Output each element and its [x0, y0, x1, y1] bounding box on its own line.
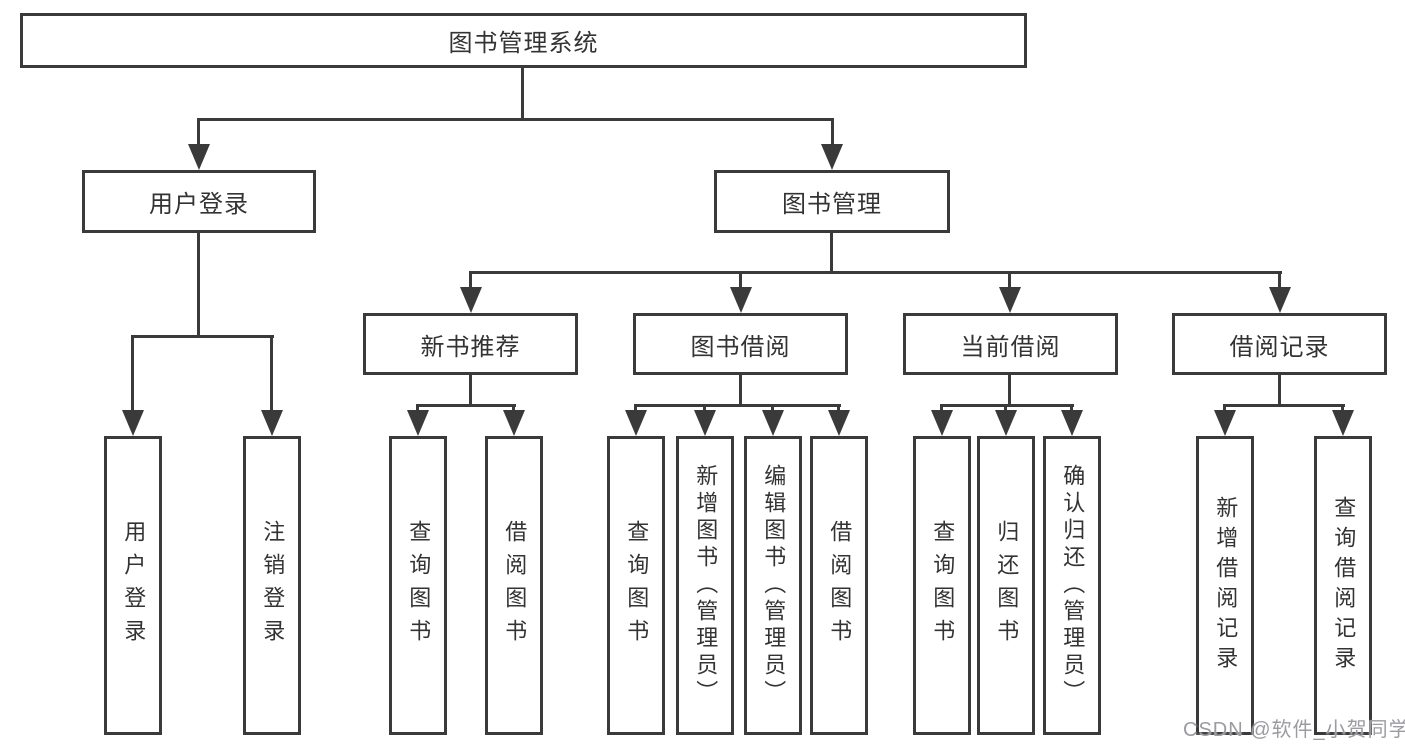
connector-line: [197, 233, 200, 337]
node-label: 借阅图书: [502, 519, 528, 652]
csdn-watermark: CSDN @软件_小贺同学: [1183, 719, 1405, 741]
connector-line: [739, 271, 742, 289]
node-label: 借阅图书: [827, 519, 853, 652]
leaf-logout: 注销登录: [243, 436, 301, 735]
node-book-borrowing: 图书借阅: [633, 313, 848, 375]
leaf-edit-book-admin: 编辑图书（管理员）: [744, 436, 802, 735]
leaf-query-borrow-record: 查询借阅记录: [1314, 436, 1372, 735]
node-library-management-system: 图书管理系统: [20, 13, 1027, 68]
connector-line: [830, 233, 833, 273]
arrowhead-down-icon: [1214, 410, 1236, 436]
connector-line: [940, 404, 943, 414]
node-label: 借阅记录: [1229, 333, 1330, 361]
node-label: 用户登录: [149, 191, 249, 218]
arrowhead-down-icon: [460, 287, 482, 313]
arrowhead-down-icon: [1269, 287, 1291, 313]
node-label: 新书推荐: [420, 333, 521, 361]
arrowhead-down-icon: [188, 144, 210, 170]
connector-line: [771, 404, 774, 414]
arrowhead-down-icon: [261, 410, 283, 436]
connector-line: [1223, 404, 1226, 414]
arrowhead-down-icon: [730, 287, 752, 313]
node-new-book-recommend: 新书推荐: [363, 313, 578, 375]
connector-line: [1223, 404, 1345, 407]
arrowhead-down-icon: [503, 410, 525, 436]
connector-line: [703, 404, 706, 414]
connector-line: [940, 404, 1074, 407]
node-label: 确认归还（管理员）: [1060, 464, 1086, 707]
node-label: 图书管理系统: [448, 30, 599, 57]
connector-line: [469, 375, 472, 407]
node-book-management: 图书管理: [714, 170, 950, 233]
leaf-query-books-current: 查询图书: [913, 436, 971, 735]
node-label: 新增借阅记录: [1213, 495, 1239, 676]
node-label: 查询图书: [624, 519, 650, 652]
leaf-query-books-borrowing: 查询图书: [607, 436, 665, 735]
arrowhead-down-icon: [1061, 410, 1083, 436]
leaf-confirm-return-admin: 确认归还（管理员）: [1043, 436, 1101, 735]
connector-line: [469, 271, 1282, 274]
connector-line: [1341, 404, 1344, 414]
node-label: 用户登录: [121, 519, 147, 652]
arrowhead-down-icon: [931, 410, 953, 436]
node-label: 查询图书: [406, 519, 432, 652]
connector-line: [416, 404, 419, 414]
node-label: 编辑图书（管理员）: [761, 464, 787, 707]
node-current-borrowing: 当前借阅: [903, 313, 1118, 375]
node-label: 图书管理: [782, 191, 882, 218]
connector-line: [1278, 375, 1281, 407]
node-label: 新增图书（管理员）: [693, 464, 719, 707]
arrowhead-down-icon: [828, 410, 850, 436]
connector-line: [416, 404, 516, 407]
connector-line: [1008, 375, 1011, 407]
arrowhead-down-icon: [122, 410, 144, 436]
connector-line: [197, 118, 834, 121]
leaf-borrow-books-borrowing: 借阅图书: [810, 436, 868, 735]
node-label: 查询图书: [930, 519, 956, 652]
connector-line: [1278, 271, 1281, 289]
connector-line: [521, 68, 524, 121]
connector-line: [197, 118, 200, 146]
connector-line: [469, 271, 472, 289]
arrowhead-down-icon: [694, 410, 716, 436]
node-label: 查询借阅记录: [1331, 495, 1357, 676]
arrowhead-down-icon: [995, 410, 1017, 436]
leaf-add-book-admin: 新增图书（管理员）: [676, 436, 734, 735]
node-label: 当前借阅: [960, 333, 1061, 361]
connector-line: [270, 335, 273, 412]
leaf-add-borrow-record: 新增借阅记录: [1196, 436, 1254, 735]
arrowhead-down-icon: [999, 287, 1021, 313]
arrowhead-down-icon: [407, 410, 429, 436]
node-label: 注销登录: [260, 519, 286, 652]
arrowhead-down-icon: [821, 144, 843, 170]
connector-line: [831, 118, 834, 146]
leaf-user-login: 用户登录: [104, 436, 162, 735]
connector-line: [1008, 271, 1011, 289]
connector-line: [131, 335, 134, 412]
connector-line: [1070, 404, 1073, 414]
connector-line: [634, 404, 637, 414]
arrowhead-down-icon: [762, 410, 784, 436]
leaf-borrow-books-recommend: 借阅图书: [485, 436, 543, 735]
node-borrow-records: 借阅记录: [1172, 313, 1387, 375]
connector-line: [1004, 404, 1007, 414]
connector-line: [131, 335, 274, 338]
connector-line: [837, 404, 840, 414]
connector-line: [512, 404, 515, 414]
arrowhead-down-icon: [625, 410, 647, 436]
node-label: 归还图书: [994, 519, 1020, 652]
node-user-login: 用户登录: [82, 170, 316, 233]
leaf-return-books: 归还图书: [977, 436, 1035, 735]
connector-line: [634, 404, 841, 407]
node-label: 图书借阅: [690, 333, 791, 361]
leaf-query-books-recommend: 查询图书: [389, 436, 447, 735]
connector-line: [739, 375, 742, 407]
arrowhead-down-icon: [1332, 410, 1354, 436]
